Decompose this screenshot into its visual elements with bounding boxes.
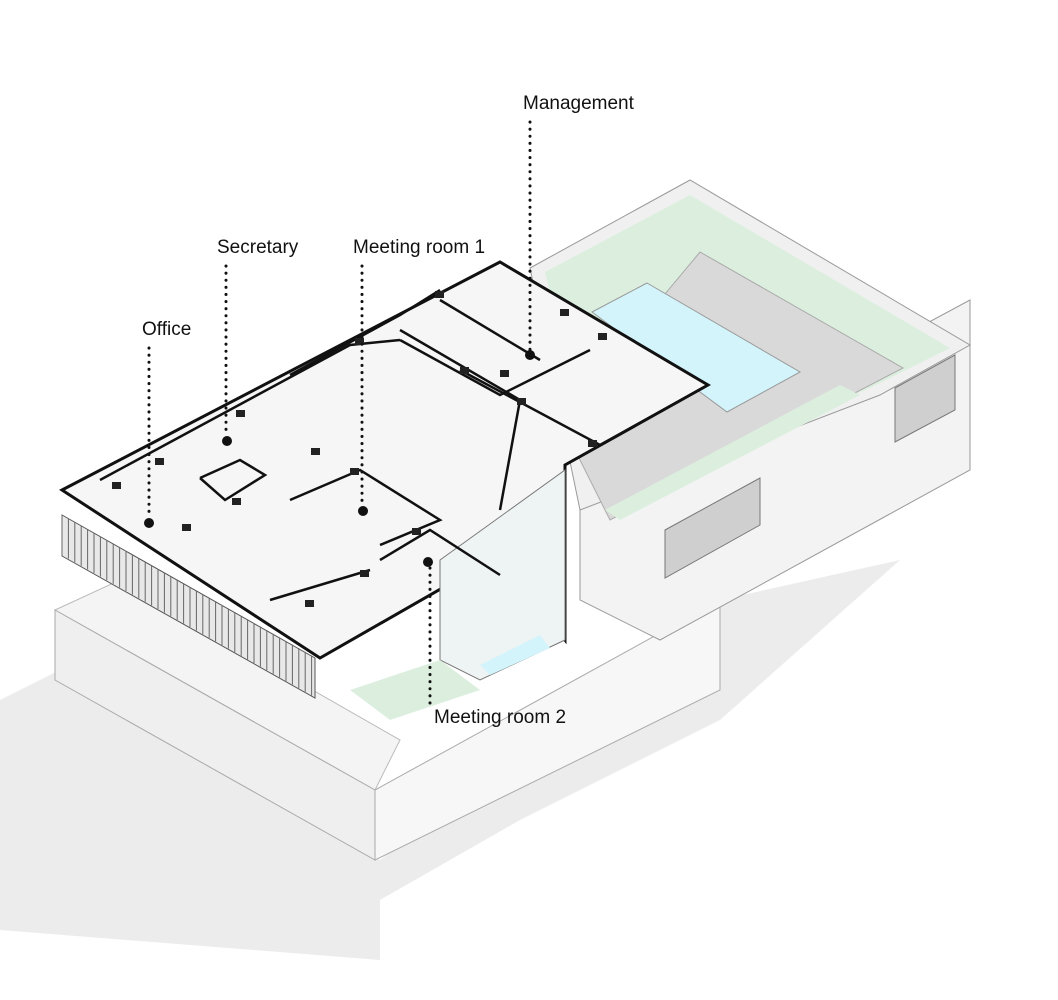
label-meeting-room-1: Meeting room 1 bbox=[353, 237, 486, 258]
label-office: Office bbox=[142, 319, 192, 340]
dot-secretary bbox=[222, 436, 232, 446]
louver-right bbox=[894, 354, 956, 443]
dot-meeting-room-2 bbox=[423, 557, 433, 567]
interior-walls bbox=[99, 288, 709, 602]
dot-management bbox=[525, 350, 535, 360]
entry-steps bbox=[350, 660, 480, 720]
ground-shadow bbox=[0, 670, 380, 960]
louver-left bbox=[664, 477, 761, 579]
columns bbox=[112, 291, 607, 607]
dot-meeting-room-1 bbox=[358, 506, 368, 516]
lower-garden bbox=[605, 385, 860, 520]
leader-dots bbox=[144, 350, 535, 567]
leader-lines bbox=[147, 120, 532, 708]
label-secretary: Secretary bbox=[217, 237, 299, 258]
railing-bars: (function(){var g=document.currentScript… bbox=[61, 515, 313, 696]
label-management: Management bbox=[523, 93, 634, 114]
pool bbox=[591, 282, 802, 413]
label-meeting-room-2: Meeting room 2 bbox=[434, 707, 567, 728]
entry-water bbox=[480, 635, 550, 675]
dot-office bbox=[144, 518, 154, 528]
ground-shadow-right bbox=[380, 560, 900, 900]
base-side-face bbox=[374, 599, 721, 861]
